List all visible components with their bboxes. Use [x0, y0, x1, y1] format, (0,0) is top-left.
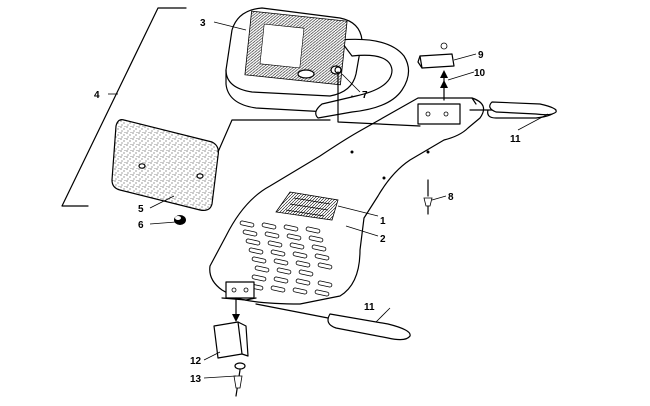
vent-slot: [270, 249, 286, 257]
label-2: 2: [380, 234, 386, 245]
vent-slot: [317, 262, 333, 270]
label-10: 10: [474, 68, 486, 79]
top-clip: [417, 42, 455, 69]
vent-slot: [273, 258, 289, 266]
vent-slot: [292, 251, 308, 259]
label-11a: 11: [510, 134, 521, 145]
vent-slot: [308, 235, 324, 243]
leader-lines: [108, 21, 549, 379]
callout-labels: 3 4 7 9 10 11 8 5 6 1 2 11 12 13: [94, 18, 521, 385]
foam-filter: [111, 119, 219, 211]
vent-slot: [317, 280, 333, 288]
vent-slot: [264, 231, 280, 239]
bottom-clip: [213, 297, 249, 359]
vent-slot: [292, 287, 308, 295]
label-7: 7: [362, 90, 368, 101]
vent-slot: [295, 260, 311, 268]
vent-slot: [251, 256, 267, 264]
vent-slot: [254, 265, 270, 273]
intake-housing: [225, 7, 410, 119]
base-panel: [209, 97, 485, 305]
vent-slot: [248, 247, 264, 255]
vent-slot: [295, 278, 311, 286]
label-11b: 11: [364, 302, 375, 313]
top-bolt: [440, 70, 448, 101]
vent-slot: [311, 244, 327, 252]
vent-slot: [239, 220, 255, 228]
vent-slot: [261, 222, 277, 230]
label-5: 5: [138, 204, 144, 215]
label-8: 8: [448, 192, 454, 203]
label-3: 3: [200, 18, 206, 29]
vent-slot: [314, 253, 330, 261]
label-6: 6: [138, 220, 144, 231]
vent-slot: [314, 289, 330, 297]
label-4: 4: [94, 90, 100, 101]
vent-slot: [276, 267, 292, 275]
vent-slot: [283, 224, 299, 232]
label-13: 13: [190, 374, 202, 385]
vent-slot: [298, 269, 314, 277]
label-12: 12: [190, 356, 202, 367]
rivet: [423, 179, 433, 215]
vent-slot: [286, 233, 302, 241]
housing-fastener: [334, 66, 421, 127]
hairpin-clip-bottom: [255, 303, 411, 341]
vent-slot: [251, 274, 267, 282]
vent-slot: [242, 229, 258, 237]
assembly-bracket: [61, 7, 187, 207]
vent-slot: [273, 276, 289, 284]
bottom-bolt: [233, 362, 246, 397]
label-1: 1: [380, 216, 386, 227]
hairpin-clip-top: [469, 101, 557, 119]
vent-slot: [267, 240, 283, 248]
vent-slot: [289, 242, 305, 250]
vent-slot: [245, 238, 261, 246]
vent-slot: [305, 226, 321, 234]
vent-slot: [270, 285, 286, 293]
label-9: 9: [478, 50, 484, 61]
plug: [174, 215, 186, 225]
